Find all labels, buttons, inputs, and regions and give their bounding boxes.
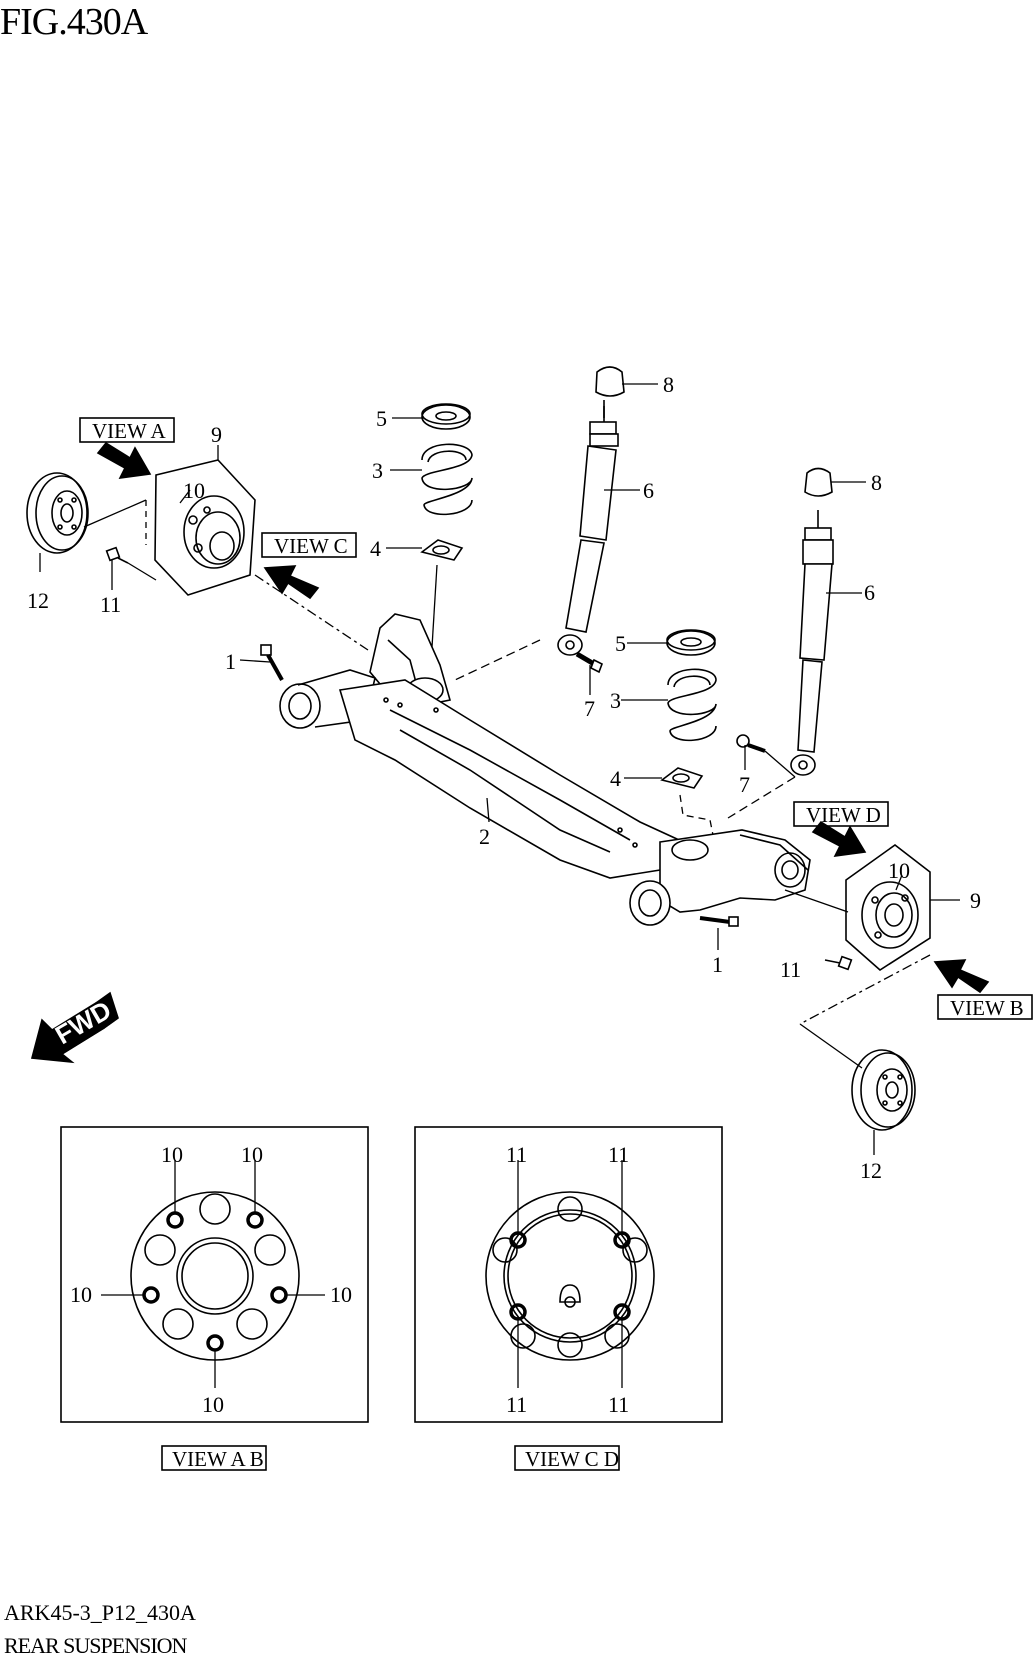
view-ab-callout-10-tr: 10 (241, 1142, 263, 1167)
coil-spring-right (667, 668, 717, 742)
callout-11-right: 11 (780, 957, 801, 982)
callout-3-right: 3 (610, 688, 621, 713)
detail-view-ab: 10 10 10 10 10 (60, 1126, 369, 1423)
callout-2: 2 (479, 824, 490, 849)
torsion-beam (279, 613, 811, 926)
callout-9-left: 9 (211, 422, 222, 447)
callout-6-left: 6 (643, 478, 654, 503)
callout-7-left: 7 (584, 696, 595, 721)
brake-drum-left (26, 472, 89, 554)
callout-10-left: 10 (183, 478, 205, 503)
svg-text:VIEW D: VIEW D (806, 803, 881, 827)
callout-4-left: 4 (370, 536, 381, 561)
callout-8-right: 8 (871, 470, 882, 495)
arrow-view-b (933, 959, 990, 994)
callout-9-right: 9 (970, 888, 981, 913)
svg-text:VIEW A B: VIEW A B (172, 1447, 264, 1471)
figure-name: REAR SUSPENSION (4, 1633, 187, 1658)
bolt-7-right (736, 734, 766, 753)
callout-12-right: 12 (860, 1158, 882, 1183)
svg-text:VIEW C: VIEW C (274, 534, 348, 558)
callout-4-right: 4 (610, 766, 621, 791)
figure-title: FIG.430A (0, 1, 148, 43)
callout-7-right: 7 (739, 772, 750, 797)
svg-text:VIEW C D: VIEW C D (525, 1447, 619, 1471)
view-ab-callout-10-b: 10 (202, 1392, 224, 1417)
spring-seat-upper-right (666, 629, 716, 656)
spring-seat-lower-left (420, 539, 464, 561)
callout-1-right: 1 (712, 952, 723, 977)
view-ab-callout-10-r: 10 (330, 1282, 352, 1307)
view-c-label: VIEW C (261, 532, 357, 558)
view-cd-callout-11-br: 11 (608, 1392, 629, 1417)
shock-absorber-right (790, 510, 834, 776)
figure-code: ARK45-3_P12_430A (4, 1600, 196, 1625)
bump-stopper-left (595, 366, 625, 418)
bolt-1-right (699, 916, 739, 927)
callout-5-left: 5 (376, 406, 387, 431)
arrow-view-c (263, 565, 320, 600)
view-ab-callout-10-l: 10 (70, 1282, 92, 1307)
view-cd-label: VIEW C D (514, 1445, 620, 1471)
view-ab-label: VIEW A B (161, 1445, 267, 1471)
bolt-11-right (824, 955, 853, 971)
view-cd-callout-11-tr: 11 (608, 1142, 629, 1167)
hub-assembly-right (845, 844, 931, 971)
callout-6-right: 6 (864, 580, 875, 605)
hub-assembly-left (154, 459, 256, 596)
callout-11-left: 11 (100, 592, 121, 617)
view-a-label: VIEW A (79, 417, 175, 443)
svg-text:VIEW A: VIEW A (92, 419, 167, 443)
callout-12-left: 12 (27, 588, 49, 613)
callout-10-right: 10 (888, 858, 910, 883)
bolt-1-left (260, 644, 284, 681)
arrow-view-d (811, 820, 867, 857)
spring-seat-lower-right (660, 767, 704, 789)
view-cd-callout-11-bl: 11 (506, 1392, 527, 1417)
bolt-11-left (105, 546, 129, 564)
callout-3-left: 3 (372, 458, 383, 483)
detail-view-cd: 11 11 11 11 (414, 1126, 723, 1423)
coil-spring-left (421, 443, 473, 516)
brake-drum-right (851, 1049, 916, 1131)
callout-8-left: 8 (663, 372, 674, 397)
callout-1-left: 1 (225, 649, 236, 674)
arrow-view-a (96, 441, 152, 479)
svg-text:VIEW B: VIEW B (950, 996, 1024, 1020)
view-b-label: VIEW B (937, 994, 1033, 1020)
bolt-7-left (575, 651, 604, 674)
fwd-direction-marker: FWD (30, 991, 119, 1064)
view-d-label: VIEW D (793, 801, 889, 827)
view-cd-callout-11-tl: 11 (506, 1142, 527, 1167)
view-ab-callout-10-tl: 10 (161, 1142, 183, 1167)
callout-5-right: 5 (615, 631, 626, 656)
bump-stopper-right (804, 467, 833, 497)
shock-absorber-left (557, 406, 619, 656)
spring-seat-upper-left (421, 403, 471, 430)
